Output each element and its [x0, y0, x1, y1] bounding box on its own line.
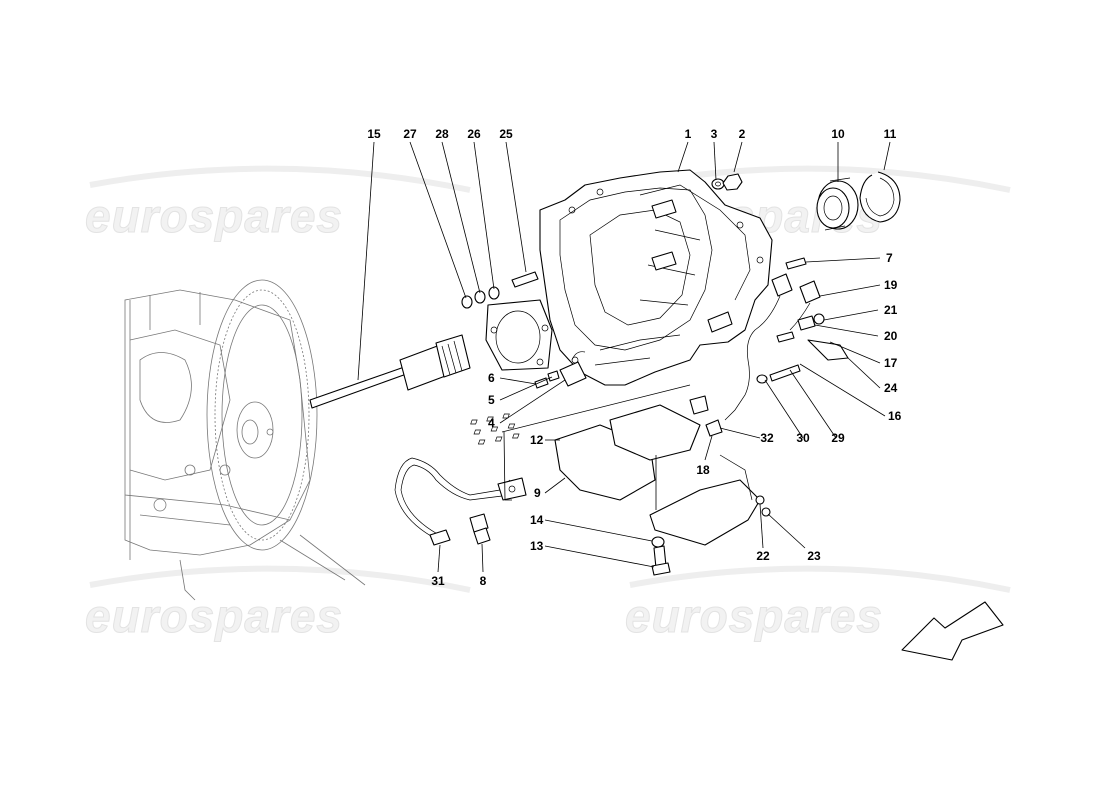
- direction-arrow: [901, 601, 1004, 661]
- callout-26: 26: [467, 127, 481, 141]
- callout-21: 21: [884, 303, 898, 317]
- callout-16: 16: [888, 409, 902, 423]
- circlip: [859, 171, 901, 223]
- callout-10: 10: [831, 127, 845, 141]
- callout-32: 32: [760, 431, 774, 445]
- ground-strap: [394, 457, 527, 546]
- callout-2: 2: [739, 127, 746, 141]
- gasket: [485, 299, 553, 371]
- input-shaft: [309, 334, 471, 409]
- callout-6: 6: [488, 371, 495, 385]
- washer-nut: [711, 173, 743, 191]
- bearing: [816, 177, 859, 231]
- callout-28: 28: [435, 127, 449, 141]
- callouts: 15 27 28 26 25 1 3 2 10 11 7 19 21 20 17…: [367, 127, 901, 588]
- callout-7: 7: [886, 251, 893, 265]
- callout-17: 17: [884, 356, 898, 370]
- callout-9: 9: [534, 486, 541, 500]
- callout-31: 31: [431, 574, 445, 588]
- callout-29: 29: [831, 431, 845, 445]
- callout-5: 5: [488, 393, 495, 407]
- callout-1: 1: [685, 127, 692, 141]
- washer-bolt-13-14: [651, 536, 671, 576]
- callout-23: 23: [807, 549, 821, 563]
- stud: [785, 257, 807, 270]
- callout-30: 30: [796, 431, 810, 445]
- engine-block-ghost: [124, 279, 366, 601]
- callout-12: 12: [530, 433, 544, 447]
- callout-22: 22: [756, 549, 770, 563]
- heat-shield: [470, 404, 761, 546]
- bolt-washer: [756, 364, 801, 384]
- callout-4: 4: [488, 416, 495, 430]
- callout-13: 13: [530, 539, 544, 553]
- washers-22-23: [755, 495, 771, 517]
- clutch-housing: [539, 169, 773, 386]
- callout-25: 25: [499, 127, 513, 141]
- callout-8: 8: [480, 574, 487, 588]
- callout-14: 14: [530, 513, 544, 527]
- callout-18: 18: [696, 463, 710, 477]
- leader-lines: [357, 141, 891, 573]
- small-parts-left: [461, 271, 539, 309]
- speed-sensor: [534, 351, 587, 389]
- callout-15: 15: [367, 127, 381, 141]
- position-sensor: [689, 395, 723, 437]
- callout-11: 11: [884, 127, 897, 141]
- callout-27: 27: [403, 127, 417, 141]
- callout-24: 24: [884, 381, 898, 395]
- callout-19: 19: [884, 278, 898, 292]
- watermark-bottom-right: eurospares: [625, 590, 883, 642]
- callout-20: 20: [884, 329, 898, 343]
- watermark-bottom-left: eurospares: [85, 590, 343, 642]
- watermark-top-left: eurospares: [85, 190, 343, 242]
- callout-3: 3: [711, 127, 718, 141]
